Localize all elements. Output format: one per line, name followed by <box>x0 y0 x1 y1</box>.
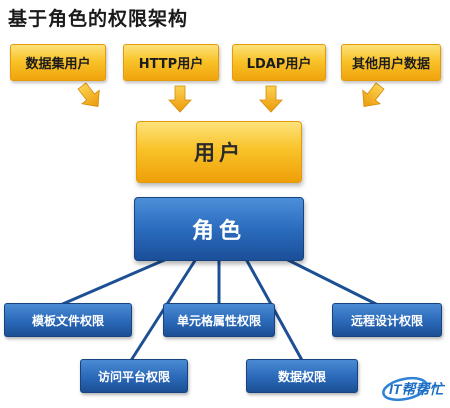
permission-access-platform: 访问平台权限 <box>80 359 188 393</box>
arrow-from-other-user-data <box>362 82 385 107</box>
permission-label: 单元格属性权限 <box>176 313 261 328</box>
source-label: HTTP用户 <box>138 57 204 72</box>
source-ldap-users: LDAP用户 <box>232 44 326 81</box>
arrow-from-http-users <box>168 85 192 113</box>
connector-template-file-permission <box>56 253 178 308</box>
source-label: 其他用户数据 <box>351 57 430 72</box>
arrow-from-dataset-users <box>77 82 100 107</box>
connector-remote-design-permission <box>274 252 378 306</box>
permission-label: 模板文件权限 <box>31 313 104 328</box>
logo-text: IT帮帮忙 <box>389 381 445 397</box>
source-label: LDAP用户 <box>246 57 312 72</box>
role-node: 角色 <box>134 197 304 261</box>
permission-label: 数据权限 <box>277 369 326 384</box>
user-label: 用户 <box>194 141 244 165</box>
user-node: 用户 <box>136 121 302 183</box>
permission-cell-attribute: 单元格属性权限 <box>163 303 275 337</box>
diagram-title: 基于角色的权限架构 <box>8 8 189 30</box>
source-other-user-data: 其他用户数据 <box>341 44 441 81</box>
it-bang-logo: IT帮帮忙 <box>382 376 445 402</box>
permission-label: 远程设计权限 <box>350 313 423 328</box>
role-label: 角色 <box>191 219 246 244</box>
permission-label: 访问平台权限 <box>97 369 170 384</box>
permission-data: 数据权限 <box>246 359 358 393</box>
permission-template-file: 模板文件权限 <box>4 303 132 337</box>
arrow-from-ldap-users <box>259 85 283 113</box>
permission-remote-design: 远程设计权限 <box>332 303 442 337</box>
source-dataset-users: 数据集用户 <box>10 44 106 81</box>
source-http-users: HTTP用户 <box>123 44 219 81</box>
source-label: 数据集用户 <box>25 57 91 72</box>
